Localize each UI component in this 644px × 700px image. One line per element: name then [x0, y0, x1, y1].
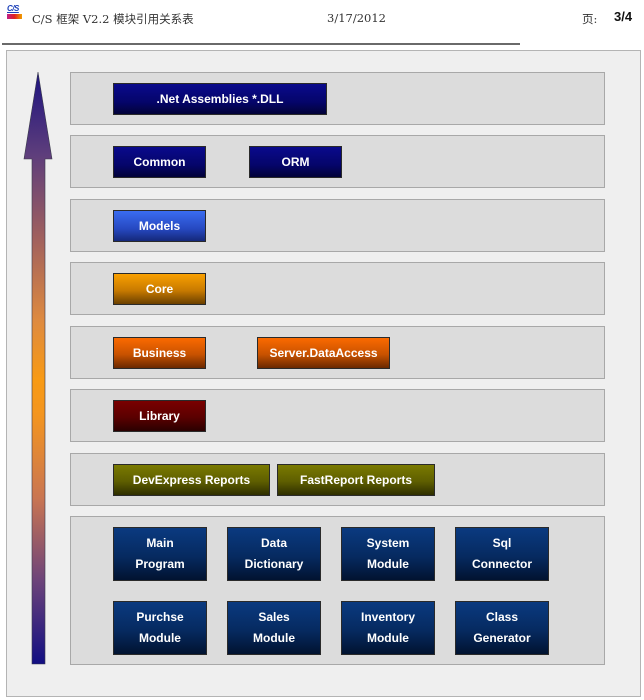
- module-label-line1: Sales: [258, 610, 290, 624]
- module-label-line2: Generator: [473, 631, 531, 645]
- module-label-line1: Sql: [492, 536, 512, 550]
- module-label-line2: Module: [253, 631, 295, 645]
- module-label-line1: Inventory: [360, 610, 415, 624]
- layer-band-core: [70, 262, 605, 315]
- module-label-line1: Main: [146, 536, 174, 550]
- module-label: Core: [145, 281, 174, 296]
- module-server-dataaccess: Server.DataAccess: [257, 337, 390, 369]
- module-fastreport-reports: FastReport Reports: [277, 464, 435, 496]
- module-label: .Net Assemblies *.DLL: [156, 91, 284, 106]
- module-business: Business: [113, 337, 206, 369]
- module-label: ORM: [281, 154, 310, 169]
- module-label-line2: Module: [366, 557, 409, 571]
- document-title: C/S 框架 V2.2 模块引用关系表: [32, 12, 194, 26]
- module-label: Library: [139, 408, 180, 423]
- module-label: FastReport Reports: [299, 472, 412, 487]
- module-label: Business: [132, 345, 187, 360]
- module-label: Common: [133, 154, 186, 169]
- module-core: Core: [113, 273, 206, 305]
- module-label-line2: Dictionary: [244, 557, 304, 571]
- module-orm: ORM: [249, 146, 342, 178]
- module-label-line1: Class: [485, 610, 518, 624]
- module-label-line1: Purchse: [136, 610, 184, 624]
- page-number: 3/4: [614, 9, 633, 24]
- module-label: DevExpress Reports: [132, 472, 251, 487]
- logo-text: C/S: [7, 4, 19, 13]
- module-label: Models: [138, 218, 181, 233]
- header-rule: [2, 43, 520, 45]
- module-label-line2: Module: [366, 631, 409, 645]
- logo-bar: [7, 14, 22, 19]
- module-label: Server.DataAccess: [269, 345, 378, 360]
- module-common: Common: [113, 146, 206, 178]
- module-devexpress-reports: DevExpress Reports: [113, 464, 270, 496]
- module-net-assemblies-dll: .Net Assemblies *.DLL: [113, 83, 327, 115]
- module-label-line2: Module: [138, 631, 181, 645]
- module-label-line1: System: [366, 536, 410, 550]
- page-label: 页:: [582, 12, 598, 26]
- cs-logo-icon: C/S: [7, 5, 22, 19]
- page-header: C/S C/S 框架 V2.2 模块引用关系表 3/17/2012 页: 3/4: [0, 0, 644, 44]
- module-label-line1: Data: [260, 536, 287, 550]
- module-label-line2: Connector: [472, 557, 532, 571]
- module-models: Models: [113, 210, 206, 242]
- document-date: 3/17/2012: [327, 11, 386, 25]
- module-label-line2: Program: [135, 557, 185, 571]
- module-library: Library: [113, 400, 206, 432]
